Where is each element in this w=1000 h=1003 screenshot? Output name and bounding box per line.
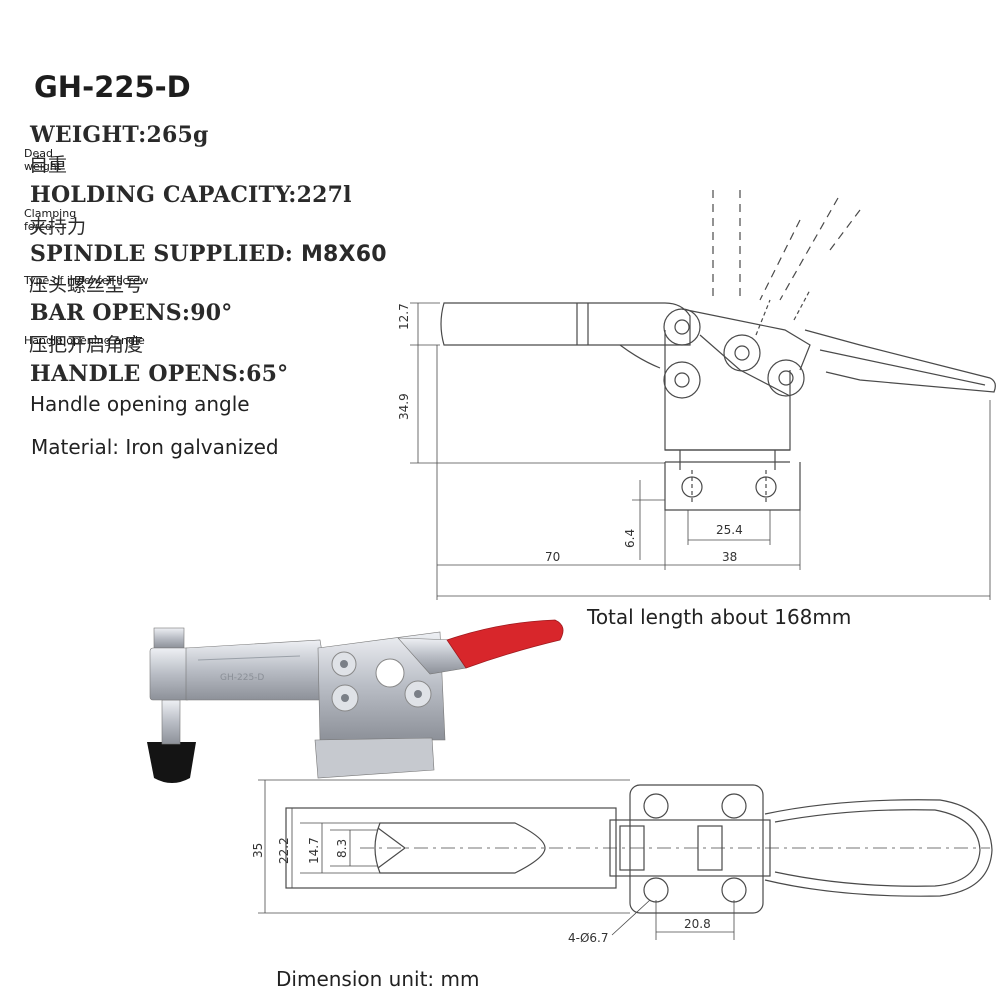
dim-35: 35 — [251, 843, 265, 858]
dim-34-9: 34.9 — [397, 393, 411, 420]
dim-22-2: 22.2 — [277, 837, 291, 864]
spec-handle: HANDLE OPENS:65° — [30, 361, 289, 387]
spec-spindle-value: M8X60 — [300, 242, 387, 267]
spec-bar-cn: 压把开启角度 — [29, 334, 144, 356]
dim-6-4: 6.4 — [623, 529, 637, 548]
dim-8-3: 8.3 — [335, 839, 349, 858]
spec-holding-en: Clamping force — [24, 207, 77, 233]
unit-note: Dimension unit: mm — [276, 967, 480, 991]
spec-bar: BAR OPENS:90° — [30, 300, 233, 326]
model-title: GH-225-D — [34, 70, 191, 104]
dim-70: 70 — [545, 550, 560, 564]
dim-20-8: 20.8 — [684, 917, 711, 931]
dim-38: 38 — [722, 550, 737, 564]
spec-bar-en: Handle opening angle — [24, 334, 145, 347]
total-length-note: Total length about 168mm — [587, 605, 852, 629]
spec-weight-cn: 自重 — [29, 154, 68, 176]
dim-holes: 4-Ø6.7 — [568, 931, 609, 945]
material-note: Material: Iron galvanized — [31, 435, 279, 459]
dim-25-4: 25.4 — [716, 523, 743, 537]
spec-handle-en: Handle opening angle — [30, 392, 250, 416]
spec-spindle-en: Type of indenter screw — [24, 274, 149, 287]
product-engraving: GH-225-D — [220, 673, 264, 683]
dim-12-7: 12.7 — [397, 303, 411, 330]
dim-14-7: 14.7 — [307, 837, 321, 864]
spec-spindle-cn: 压头螺丝型号 — [29, 274, 144, 296]
spec-weight-en: Dead weight — [24, 147, 62, 173]
spec-holding: HOLDING CAPACITY:227l — [30, 182, 352, 208]
spec-weight: WEIGHT:265g — [30, 122, 209, 148]
spec-holding-cn: 夹持力 — [29, 216, 87, 238]
spec-spindle-label: SPINDLE SUPPLIED: — [30, 241, 301, 267]
spec-spindle: SPINDLE SUPPLIED: M8X60 — [30, 241, 387, 267]
